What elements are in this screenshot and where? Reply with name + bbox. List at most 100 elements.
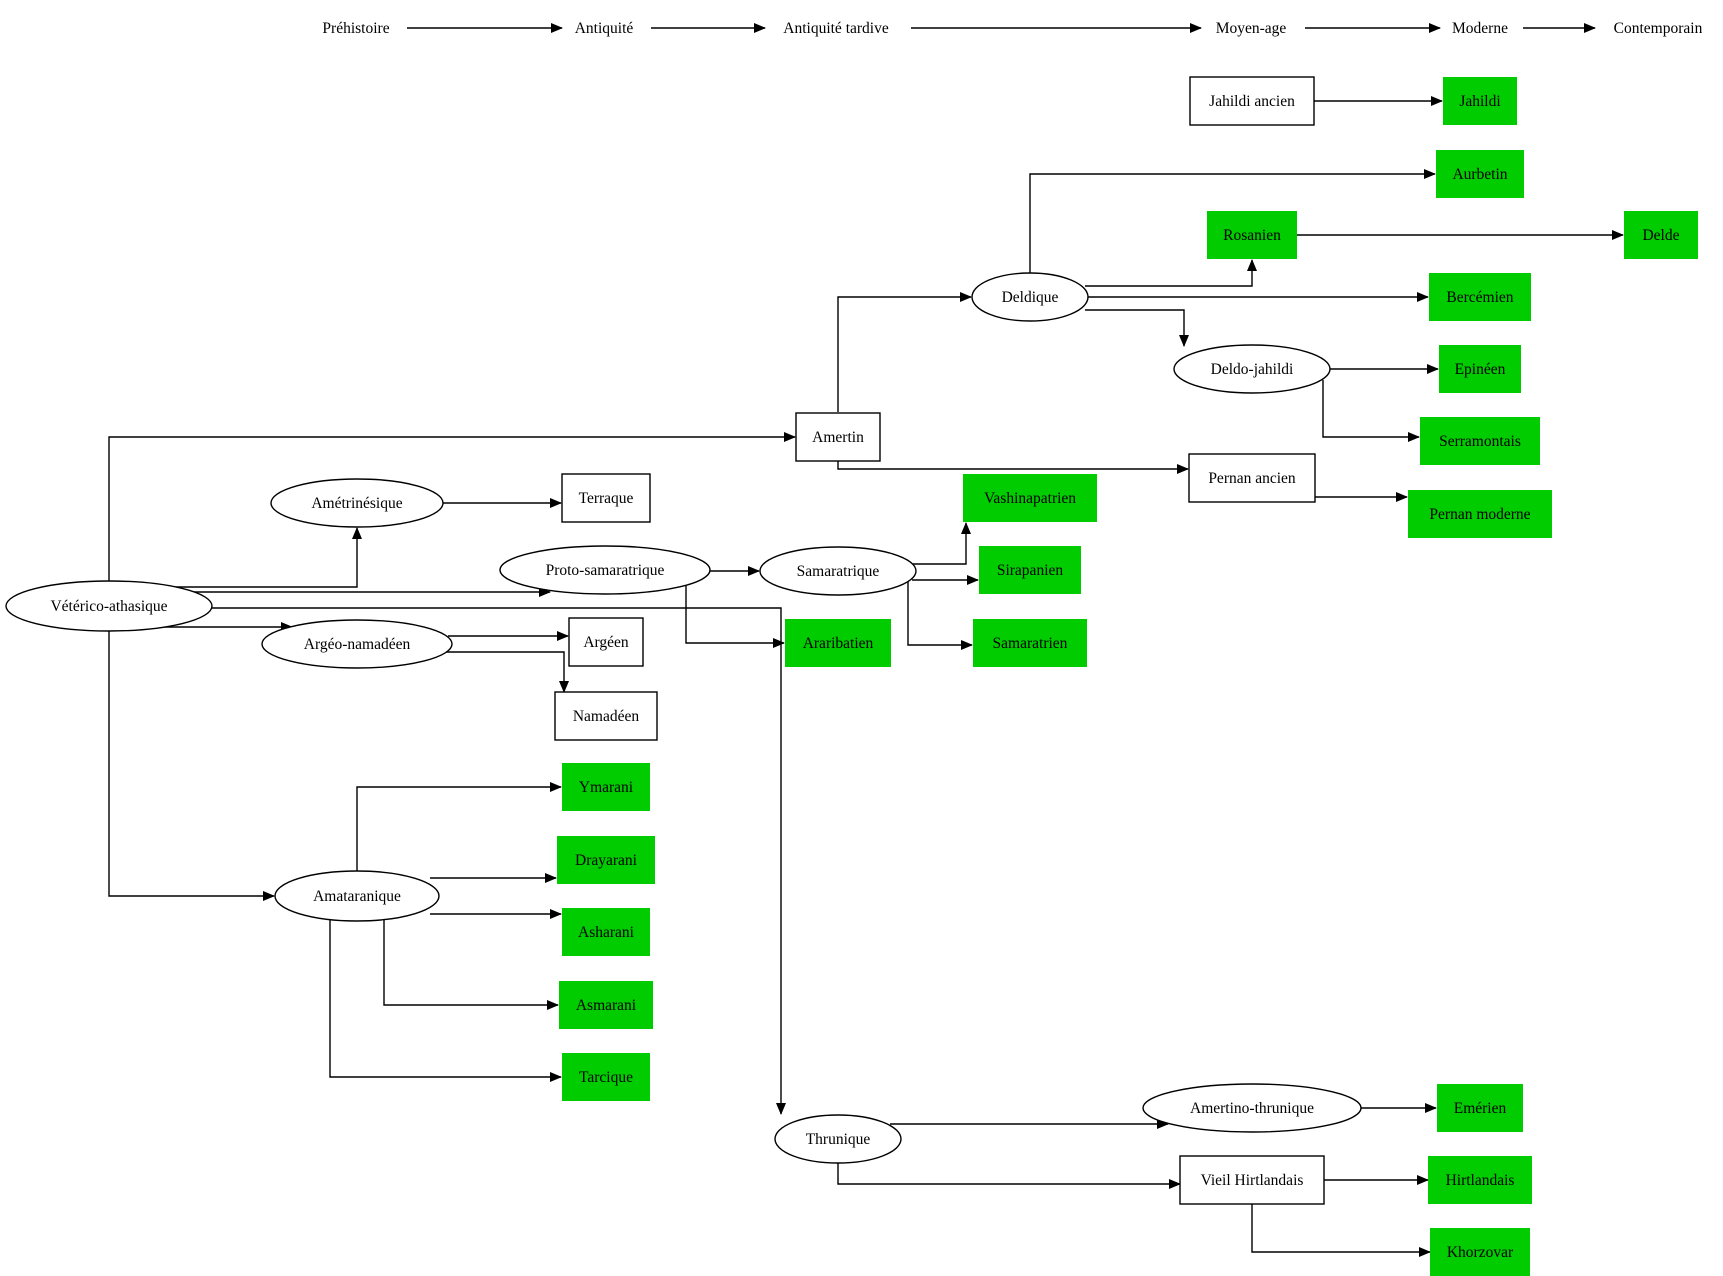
edge-veterico-to-amataranique	[108, 631, 275, 901]
node-bercemien: Bercémien	[1429, 273, 1531, 321]
node-label: Argéo-namadéen	[304, 636, 411, 653]
edge-vieil-hirtlandais-to-khorzovar	[1251, 1204, 1431, 1257]
node-label: Asmarani	[576, 997, 637, 1014]
node-delde: Delde	[1624, 211, 1698, 259]
node-ellipse-shape	[1142, 1083, 1362, 1133]
node-label: Aurbetin	[1452, 166, 1507, 183]
node-argeo: Argéo-namadéen	[261, 619, 453, 669]
node-samaratrien: Samaratrien	[973, 619, 1087, 667]
node-filled-box-shape	[1443, 77, 1517, 125]
node-label: Jahildi ancien	[1209, 93, 1295, 110]
node-label: Araribatien	[803, 635, 874, 652]
node-label: Amertin	[812, 429, 864, 446]
node-ellipse-shape	[774, 1114, 902, 1164]
node-label: Deldo-jahildi	[1211, 361, 1294, 378]
edge-deldique-to-rosanien	[1085, 259, 1257, 287]
edge-deldo-jahildi-to-serramontais	[1322, 380, 1420, 442]
node-aurbetin: Aurbetin	[1436, 150, 1524, 198]
edge-veterico-to-thrunique	[210, 607, 786, 1115]
node-label: Thrunique	[806, 1131, 871, 1148]
node-filled-box-shape	[1429, 273, 1531, 321]
node-hirtlandais: Hirtlandais	[1428, 1156, 1532, 1204]
node-amertin: Amertin	[795, 412, 881, 462]
edge-argeo-to-namadeen	[440, 651, 569, 693]
node-label: Pernan moderne	[1429, 506, 1530, 523]
node-ellipse-shape	[499, 545, 711, 595]
node-filled-box-shape	[785, 619, 891, 667]
node-label: Asharani	[578, 924, 635, 941]
node-label: Jahildi	[1459, 93, 1501, 110]
node-box-shape	[561, 473, 651, 523]
node-ellipse-shape	[5, 580, 213, 632]
edge-amataranique-to-tarcique	[329, 920, 562, 1082]
node-box-shape	[568, 617, 644, 667]
node-pernan-moderne: Pernan moderne	[1408, 490, 1552, 538]
edge-deldique-to-aurbetin	[1029, 169, 1436, 273]
timeline-label-antiquite: Antiquité	[575, 20, 634, 37]
node-jahildi: Jahildi	[1443, 77, 1517, 125]
node-filled-box-shape	[1430, 1228, 1530, 1276]
node-tarcique: Tarcique	[562, 1053, 650, 1101]
node-box-shape	[1179, 1155, 1325, 1205]
node-label: Terraque	[579, 490, 634, 507]
node-label: Vashinapatrien	[984, 490, 1076, 507]
node-terraque: Terraque	[561, 473, 651, 523]
node-veterico: Vétérico-athasique	[5, 580, 213, 632]
node-filled-box-shape	[973, 619, 1087, 667]
node-label: Khorzovar	[1447, 1244, 1514, 1261]
node-filled-box-shape	[562, 908, 650, 956]
node-label: Rosanien	[1223, 227, 1281, 244]
edge-thrunique-to-vieil-hirtlandais	[837, 1163, 1181, 1189]
node-box-shape	[1189, 76, 1315, 126]
node-amataranique: Amataranique	[274, 870, 440, 922]
node-samaratrique: Samaratrique	[759, 546, 917, 596]
node-label: Argéen	[583, 634, 629, 651]
node-label: Emérien	[1454, 1100, 1507, 1117]
node-argeen: Argéen	[568, 617, 644, 667]
timeline-label-moyen-age: Moyen-age	[1216, 20, 1287, 37]
node-label: Amétrinésique	[311, 495, 402, 512]
node-ellipse-shape	[274, 870, 440, 922]
timeline-label-prehistoire: Préhistoire	[322, 20, 389, 37]
node-vieil-hirtlandais: Vieil Hirtlandais	[1179, 1155, 1325, 1205]
node-vashinapatrien: Vashinapatrien	[963, 474, 1097, 522]
node-ellipse-shape	[270, 478, 444, 528]
node-drayarani: Drayarani	[557, 836, 655, 884]
edge-veterico-to-ametrinesique	[165, 527, 362, 588]
node-filled-box-shape	[557, 836, 655, 884]
node-label: Pernan ancien	[1208, 470, 1296, 487]
edge-veterico-to-amertin	[108, 432, 796, 581]
timeline-label-antiquite-tardive: Antiquité tardive	[783, 20, 889, 37]
edge-samaratrique-to-samaratrien	[907, 580, 973, 650]
node-filled-box-shape	[562, 763, 650, 811]
node-filled-box-shape	[963, 474, 1097, 522]
node-filled-box-shape	[979, 546, 1081, 594]
nodes-layer: Préhistoire Antiquité Antiquité tardive Moy…	[5, 20, 1703, 1276]
node-filled-box-shape	[1624, 211, 1698, 259]
node-filled-box-shape	[1436, 150, 1524, 198]
node-label: Tarcique	[579, 1069, 633, 1086]
node-label: Bercémien	[1446, 289, 1513, 306]
node-araribatien: Araribatien	[785, 619, 891, 667]
node-label: Proto-samaratrique	[546, 562, 665, 579]
node-serramontais: Serramontais	[1420, 417, 1540, 465]
node-label: Drayarani	[575, 852, 638, 869]
node-amertino-thrunique: Amertino-thrunique	[1142, 1083, 1362, 1133]
node-filled-box-shape	[1437, 1084, 1523, 1132]
node-label: Amertino-thrunique	[1190, 1100, 1314, 1117]
node-filled-box-shape	[1428, 1156, 1532, 1204]
node-emerien: Emérien	[1437, 1084, 1523, 1132]
node-label: Namadéen	[573, 708, 640, 725]
node-deldique: Deldique	[971, 272, 1089, 322]
node-label: Ymarani	[579, 779, 634, 796]
node-rosanien: Rosanien	[1207, 211, 1297, 259]
edge-amertin-to-pernan-ancien	[837, 461, 1189, 474]
node-asmarani: Asmarani	[559, 981, 653, 1029]
node-proto-sam: Proto-samaratrique	[499, 545, 711, 595]
node-asharani: Asharani	[562, 908, 650, 956]
node-khorzovar: Khorzovar	[1430, 1228, 1530, 1276]
node-box-shape	[795, 412, 881, 462]
node-thrunique: Thrunique	[774, 1114, 902, 1164]
node-label: Samaratrien	[993, 635, 1068, 652]
